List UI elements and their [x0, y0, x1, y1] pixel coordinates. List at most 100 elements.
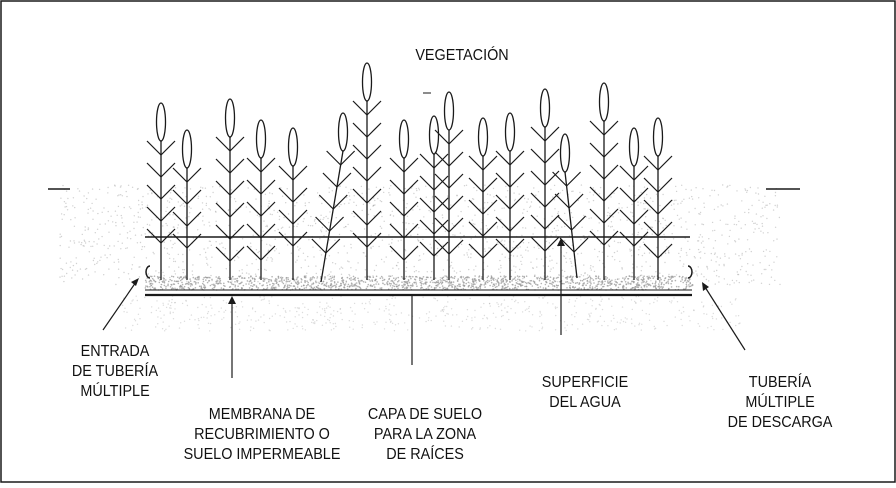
leaf: [619, 231, 635, 247]
stipple-dot: [218, 278, 221, 280]
stipple-dot: [271, 296, 273, 298]
stipple-dot: [60, 235, 63, 238]
stipple-dot: [577, 253, 579, 255]
stipple-dot: [185, 300, 187, 302]
stipple-dot: [320, 254, 323, 256]
stipple-dot: [233, 259, 236, 262]
stipple-dot: [312, 322, 315, 324]
stipple-dot: [222, 246, 224, 249]
stipple-dot: [325, 258, 328, 260]
stipple-dot: [641, 283, 643, 285]
stipple-dot: [754, 228, 756, 230]
stipple-dot: [738, 255, 740, 257]
stipple-dot: [201, 282, 204, 285]
stipple-dot: [397, 323, 400, 325]
stipple-dot: [753, 279, 755, 281]
stipple-dot: [266, 243, 268, 245]
stipple-dot: [498, 283, 500, 286]
stipple-dot: [252, 234, 254, 236]
stipple-dot: [645, 280, 648, 283]
stipple-dot: [404, 322, 406, 324]
stipple-dot: [346, 276, 349, 279]
stipple-dot: [606, 277, 609, 279]
stipple-dot: [770, 276, 773, 278]
stipple-dot: [183, 320, 186, 322]
stipple-dot: [626, 219, 628, 221]
stipple-dot: [726, 186, 728, 188]
stipple-dot: [773, 240, 775, 242]
stipple-dot: [518, 283, 520, 285]
stipple-dot: [171, 234, 173, 236]
stipple-dot: [65, 202, 67, 204]
stipple-dot: [663, 283, 665, 286]
stipple-dot: [401, 281, 403, 284]
stipple-dot: [667, 282, 670, 284]
stipple-dot: [346, 252, 348, 254]
stipple-dot: [205, 279, 207, 281]
stipple-dot: [338, 233, 341, 236]
stipple-dot: [242, 245, 245, 248]
stipple-dot: [553, 184, 556, 187]
stipple-dot: [688, 278, 691, 281]
leaf: [643, 199, 659, 215]
stipple-dot: [390, 280, 393, 282]
leaf: [657, 177, 673, 193]
stipple-dot: [189, 212, 191, 214]
stipple-dot: [643, 186, 646, 188]
stipple-dot: [479, 328, 481, 330]
stipple-dot: [569, 286, 571, 289]
stipple-dot: [746, 239, 749, 241]
stipple-dot: [635, 295, 637, 298]
stipple-dot: [238, 275, 240, 278]
stipple-dot: [567, 282, 570, 284]
stipple-dot: [551, 215, 553, 217]
stipple-dot: [201, 208, 204, 210]
stipple-dot: [622, 320, 625, 323]
stipple-dot: [436, 285, 439, 287]
stipple-dot: [635, 277, 638, 280]
stipple-dot: [474, 223, 476, 225]
stipple-dot: [581, 279, 584, 282]
stipple-dot: [404, 287, 406, 290]
stipple-dot: [772, 209, 775, 211]
stipple-dot: [537, 286, 539, 289]
stipple-dot: [445, 275, 448, 278]
leaf: [544, 170, 560, 186]
leaf: [389, 201, 405, 217]
stipple-dot: [450, 281, 453, 283]
stipple-dot: [549, 260, 551, 262]
stipple-dot: [298, 282, 300, 284]
stipple-dot: [150, 235, 153, 237]
stipple-dot: [172, 311, 174, 314]
plant-icon: [311, 112, 356, 283]
stipple-dot: [323, 287, 326, 290]
stipple-dot: [648, 313, 650, 316]
stipple-dot: [680, 202, 682, 204]
stipple-dot: [516, 282, 519, 285]
stipple-dot: [444, 230, 447, 233]
stipple-dot: [390, 320, 392, 322]
stipple-dot: [430, 247, 432, 249]
stipple-dot: [621, 267, 623, 269]
stipple-dot: [373, 284, 375, 286]
leaf: [434, 217, 450, 233]
stipple-dot: [221, 242, 223, 244]
stipple-dot: [321, 308, 324, 310]
stipple-dot: [362, 252, 364, 254]
stipple-dot: [428, 311, 431, 313]
stipple-dot: [406, 286, 409, 289]
stipple-dot: [364, 255, 367, 257]
stipple-dot: [469, 297, 471, 300]
stipple-dot: [304, 281, 306, 284]
stipple-dot: [288, 284, 291, 287]
stipple-dot: [151, 232, 154, 234]
stipple-dot: [642, 281, 644, 284]
stipple-dot: [426, 271, 428, 273]
stipple-dot: [508, 287, 511, 290]
stipple-dot: [251, 285, 254, 288]
stipple-dot: [376, 321, 378, 323]
stipple-dot: [574, 286, 577, 289]
stipple-dot: [117, 205, 120, 208]
stipple-dot: [589, 279, 591, 281]
stipple-dot: [166, 200, 169, 202]
